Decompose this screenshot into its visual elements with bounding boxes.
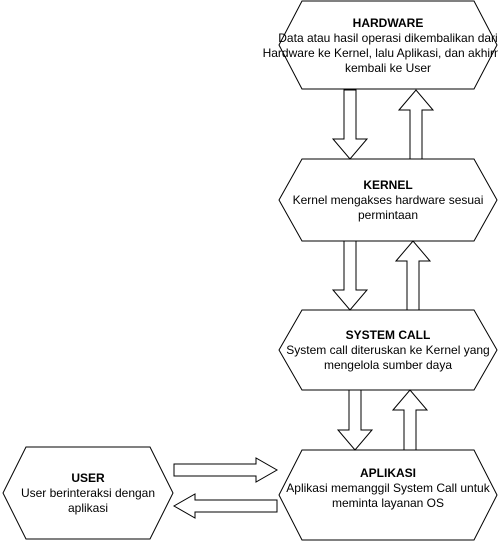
user-description: User berinteraksi dengan aplikasi: [20, 486, 156, 515]
arrow-kernel-to-hardware: [397, 89, 435, 160]
aplikasi-description: Aplikasi memanggil System Call untuk mem…: [286, 481, 490, 510]
system-call-label: SYSTEM CALL System call diteruskan ke Ke…: [268, 328, 498, 373]
system-call-title: SYSTEM CALL: [345, 328, 431, 342]
aplikasi-shape: [278, 449, 498, 541]
arrow-kernel-to-system-call: [331, 240, 369, 311]
system-call-shape: [278, 309, 498, 391]
user-shape: [2, 446, 174, 540]
kernel-shape: [278, 158, 498, 242]
hardware-label: HARDWARE Data atau hasil operasi dikemba…: [262, 16, 498, 76]
hardware-shape: [278, 0, 498, 90]
kernel-title: KERNEL: [363, 178, 413, 192]
user-label: USER User berinteraksi dengan aplikasi: [14, 471, 162, 516]
aplikasi-label: APLIKASI Aplikasi memanggil System Call …: [268, 466, 498, 511]
kernel-description: Kernel mengakses hardware sesuai permint…: [292, 193, 484, 222]
arrow-hardware-to-kernel: [331, 89, 369, 160]
hardware-description: Data atau hasil operasi dikembalikan dar…: [262, 31, 498, 75]
aplikasi-title: APLIKASI: [359, 466, 416, 480]
arrow-system-call-to-aplikasi: [336, 389, 374, 451]
arrow-aplikasi-to-user: [172, 493, 278, 519]
arrow-user-to-aplikasi: [173, 457, 279, 483]
hardware-title: HARDWARE: [352, 16, 424, 30]
system-call-description: System call diteruskan ke Kernel yang me…: [286, 343, 490, 372]
user-title: USER: [71, 471, 105, 485]
kernel-label: KERNEL Kernel mengakses hardware sesuai …: [268, 178, 498, 223]
arrow-system-call-to-kernel: [394, 240, 432, 311]
arrow-aplikasi-to-system-call: [391, 389, 429, 451]
